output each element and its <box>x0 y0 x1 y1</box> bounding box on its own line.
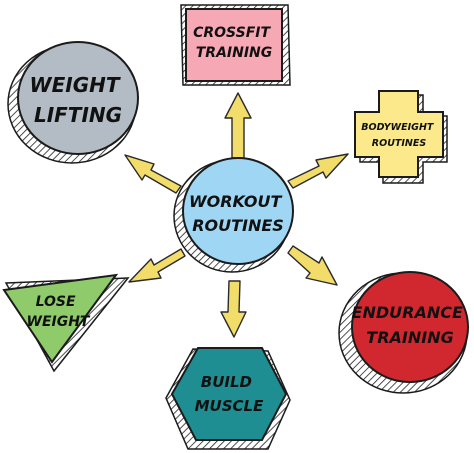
svg-text:ENDURANCE TRAINING: ENDURANCE TRAINING <box>352 303 469 347</box>
crossfit-label-line-1: CROSSFIT <box>193 25 271 41</box>
node-endurance-training: ENDURANCE TRAINING <box>338 271 469 394</box>
center-circle <box>182 157 294 265</box>
bodyweight-label-line-2: ROUTINES <box>372 138 427 149</box>
arrow-to-crossfit <box>224 92 252 159</box>
svg-text:BODYWEIGHT ROUTINES: BODYWEIGHT ROUTINES <box>361 122 436 149</box>
node-workout-routines-center: WORKOUT ROUTINES <box>173 157 294 273</box>
svg-text:WORKOUT ROUTINES: WORKOUT ROUTINES <box>189 192 287 235</box>
center-label-line-2: ROUTINES <box>192 216 284 235</box>
lose-weight-label-line-1: LOSE <box>36 294 76 310</box>
bodyweight-label-line-1: BODYWEIGHT <box>361 122 435 133</box>
node-weight-lifting: WEIGHT LIFTING <box>7 41 139 164</box>
arrow-to-build-muscle <box>220 280 247 338</box>
endurance-circle <box>351 271 469 383</box>
center-label-line-1: WORKOUT <box>189 192 283 211</box>
arrow-to-endurance <box>287 245 338 286</box>
node-crossfit-training: CROSSFIT TRAINING <box>180 4 291 86</box>
lose-weight-triangle <box>2 273 119 364</box>
svg-text:LOSE WEIGHT: LOSE WEIGHT <box>27 294 91 330</box>
node-build-muscle: BUILD MUSCLE <box>165 347 291 450</box>
crossfit-label-line-2: TRAINING <box>196 45 273 61</box>
node-bodyweight-routines: BODYWEIGHT ROUTINES <box>354 90 448 184</box>
weight-lifting-circle <box>17 41 139 155</box>
build-muscle-label-line-1: BUILD <box>201 373 252 391</box>
node-lose-weight: LOSE WEIGHT <box>2 273 130 373</box>
build-muscle-label-line-2: MUSCLE <box>195 397 264 415</box>
svg-text:CROSSFIT TRAINING: CROSSFIT TRAINING <box>193 25 275 61</box>
weight-lifting-label-line-2: LIFTING <box>34 103 122 127</box>
arrow-to-lose-weight <box>128 248 186 283</box>
endurance-label-line-1: ENDURANCE <box>352 303 463 322</box>
svg-text:WEIGHT LIFTING: WEIGHT LIFTING <box>30 73 127 127</box>
svg-text:BUILD MUSCLE: BUILD MUSCLE <box>195 373 264 415</box>
build-muscle-hexagon <box>170 347 288 441</box>
arrow-to-weight-lifting <box>124 154 182 194</box>
arrow-to-bodyweight <box>287 153 349 189</box>
bodyweight-cross <box>354 90 444 178</box>
lose-weight-label-line-2: WEIGHT <box>27 314 91 330</box>
arrows <box>124 92 349 338</box>
crossfit-square <box>185 8 283 82</box>
weight-lifting-label-line-1: WEIGHT <box>30 73 121 97</box>
endurance-label-line-2: TRAINING <box>366 328 453 347</box>
